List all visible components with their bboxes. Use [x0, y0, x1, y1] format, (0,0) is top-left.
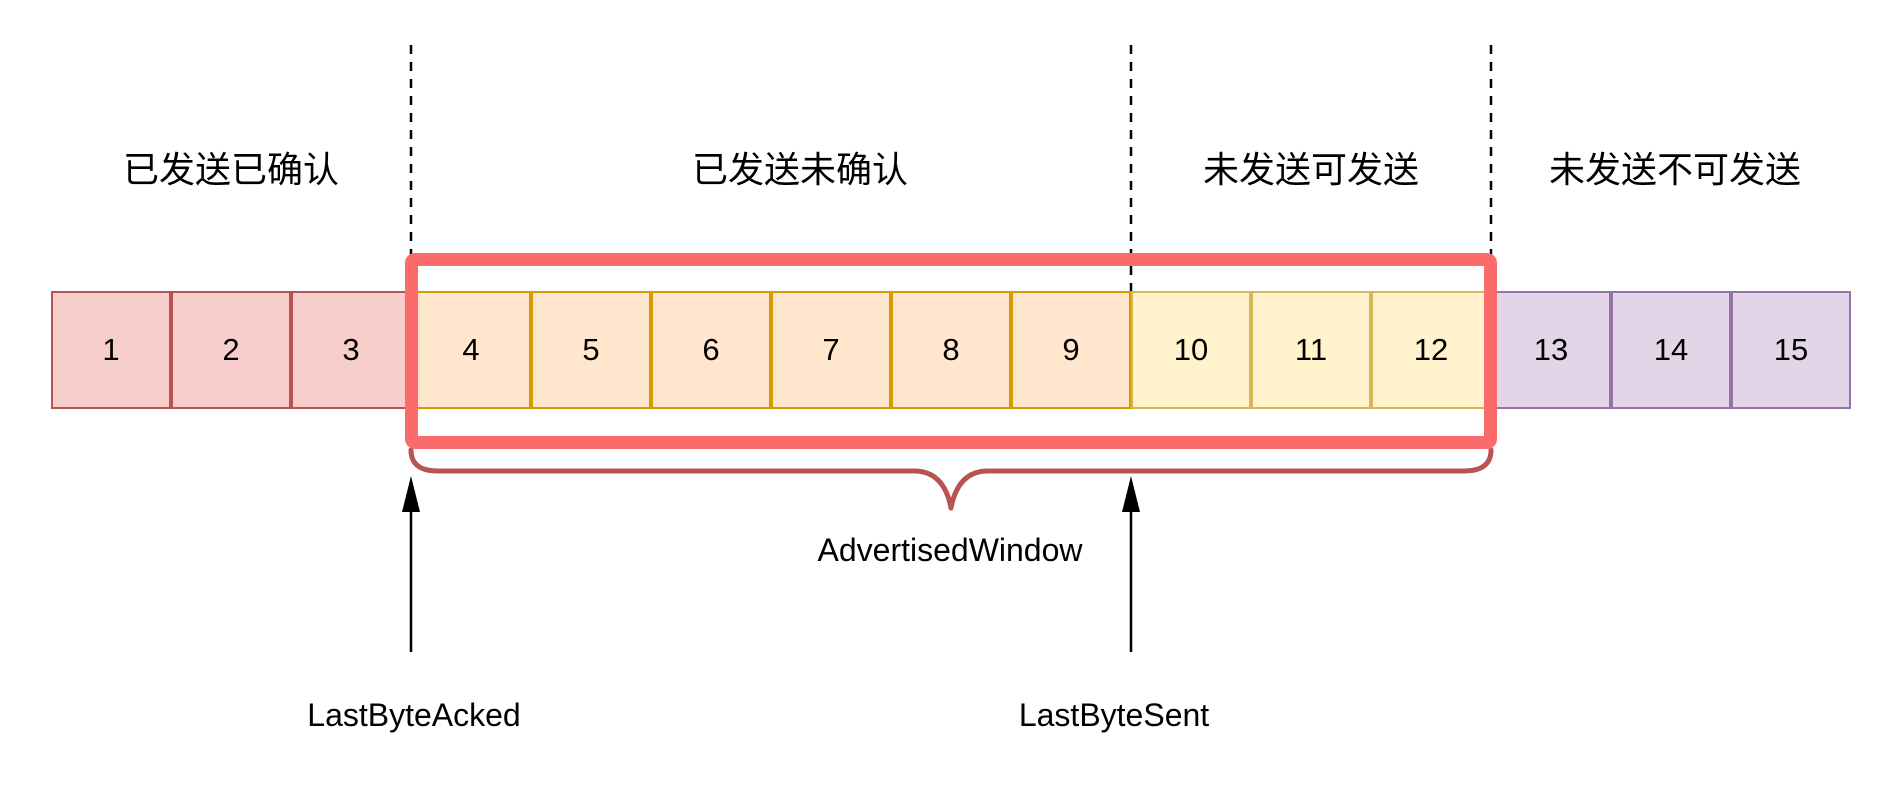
last-byte-acked-label: LastByteAcked: [307, 697, 521, 733]
sequence-box-10: 10: [1131, 291, 1251, 409]
sequence-box-7: 7: [771, 291, 891, 409]
sequence-box-14: 14: [1611, 291, 1731, 409]
section-label-sent-acked: 已发送已确认: [122, 149, 339, 190]
section-label-unsent-unsendable: 未发送不可发送: [1548, 149, 1801, 190]
sequence-box-12: 12: [1371, 291, 1491, 409]
sequence-box-11: 11: [1251, 291, 1371, 409]
last-byte-sent-label: LastByteSent: [1018, 697, 1210, 733]
sequence-box-15: 15: [1731, 291, 1851, 409]
advertised-window-brace: [408, 447, 1494, 511]
last-byte-sent-arrow-head: [1122, 476, 1140, 512]
sequence-box-1: 1: [51, 291, 171, 409]
section-label-sent-unacked: 已发送未确认: [691, 149, 908, 190]
sequence-box-8: 8: [891, 291, 1011, 409]
sequence-box-3: 3: [291, 291, 411, 409]
sequence-box-13: 13: [1491, 291, 1611, 409]
sequence-box-2: 2: [171, 291, 291, 409]
sequence-box-9: 9: [1011, 291, 1131, 409]
last-byte-acked-arrow-head: [402, 476, 420, 512]
section-label-unsent-sendable: 未发送可发送: [1202, 149, 1419, 190]
sequence-box-6: 6: [651, 291, 771, 409]
sequence-box-5: 5: [531, 291, 651, 409]
advertised-window-label: AdvertisedWindow: [817, 532, 1083, 568]
advertised-window-outline: [405, 253, 1497, 449]
